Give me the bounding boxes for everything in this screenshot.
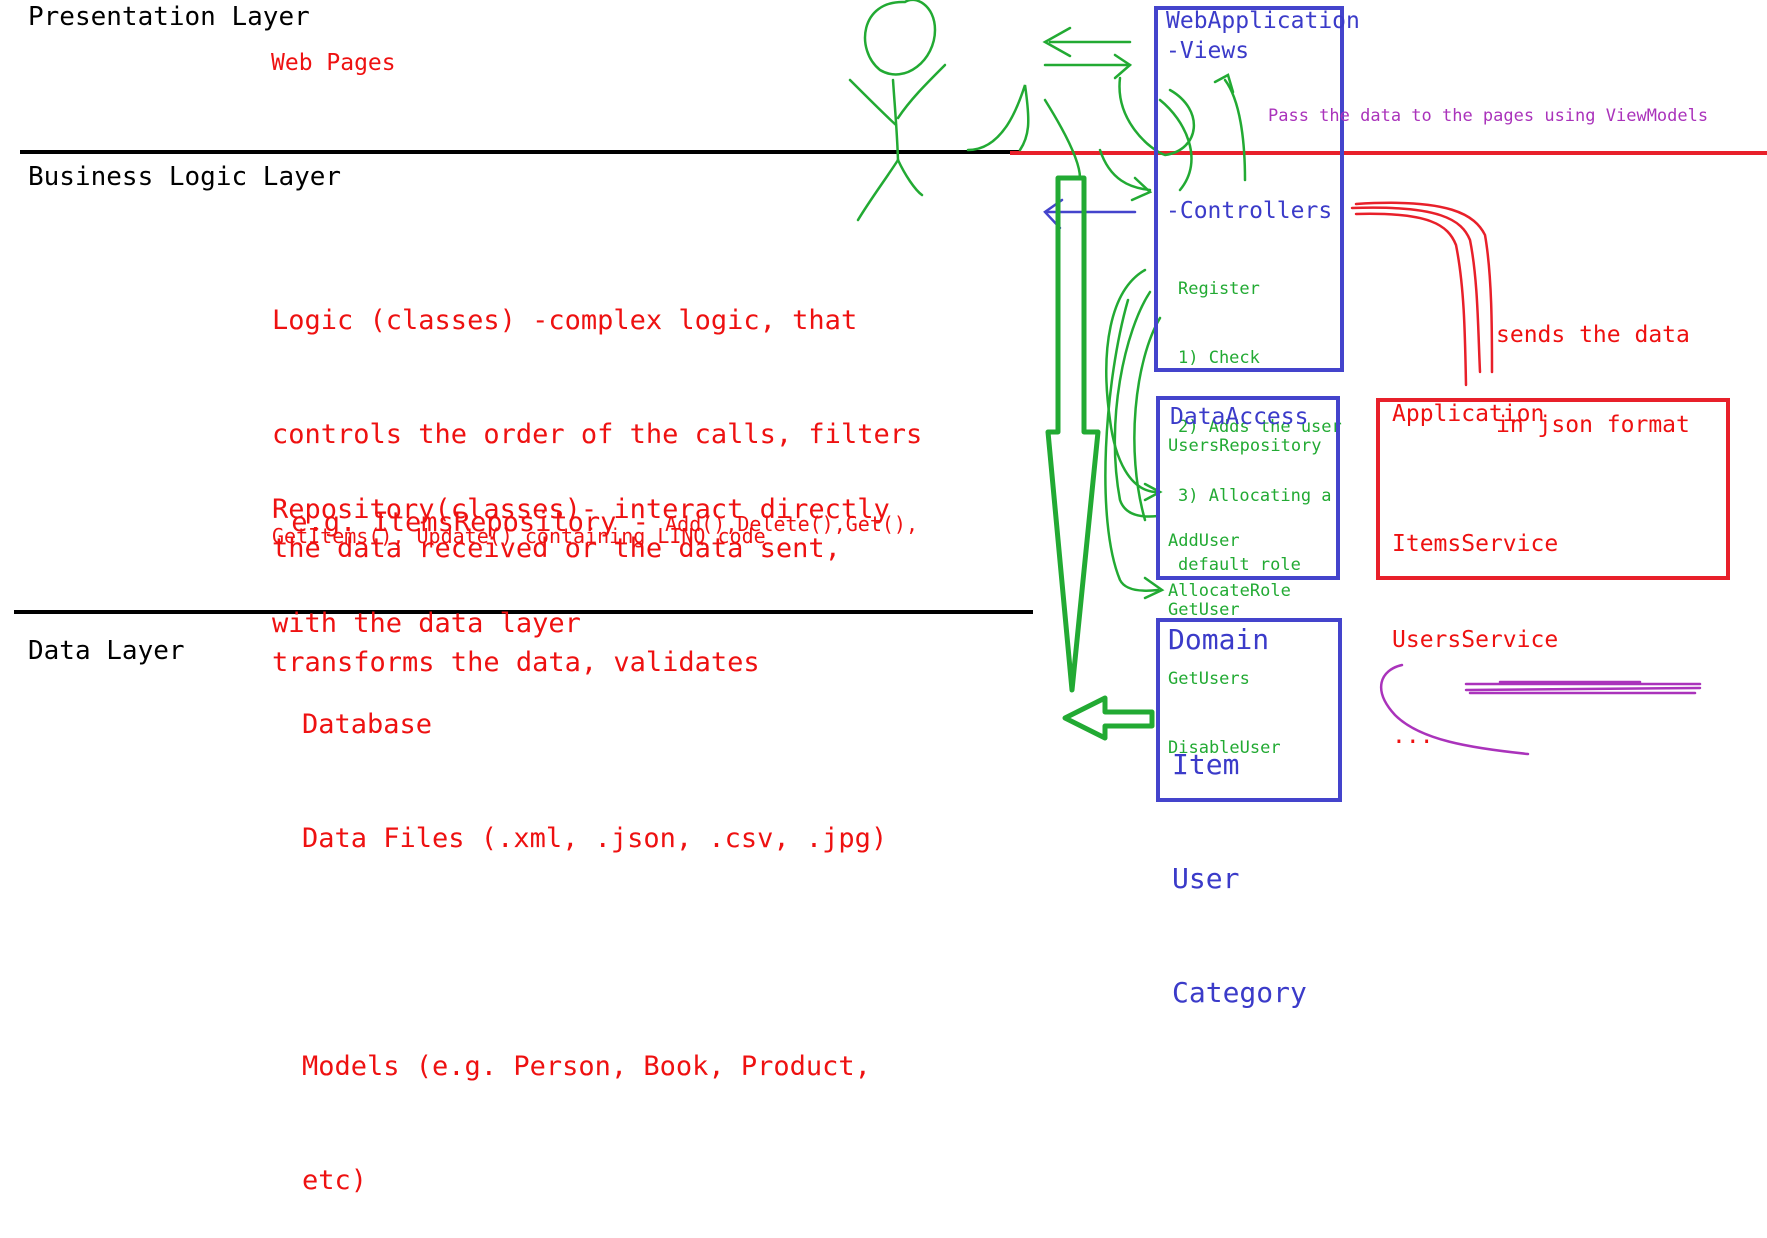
data-note-line: Database — [302, 709, 433, 740]
service-item: ... — [1392, 723, 1434, 749]
example-methods: Add(),Delete(),Get(), — [665, 512, 919, 536]
stick-figure-user-icon — [848, 0, 947, 222]
data-access-methods: AddUser GetUser GetUsers DisableUser — [1168, 484, 1281, 783]
data-layer-notes: Database Data Files (.xml, .json, .csv, … — [302, 630, 887, 1238]
viewmodels-note: Pass the data to the pages using ViewMod… — [1268, 106, 1709, 126]
allocate-role-method: AllocateRole — [1168, 581, 1291, 601]
views-label: -Views — [1166, 38, 1250, 64]
web-application-box — [1154, 6, 1344, 372]
service-item: UsersService — [1392, 627, 1559, 653]
json-bracket-icon — [1350, 201, 1494, 387]
data-note-line — [302, 934, 887, 972]
data-access-title: DataAccess — [1170, 404, 1309, 430]
presentation-layer-title: Presentation Layer — [28, 2, 310, 32]
example-prefix: e.g. ItemsRepository - — [291, 507, 666, 538]
domain-box — [1156, 618, 1342, 802]
data-note-line: Data Files (.xml, .json, .csv, .jpg) — [302, 823, 888, 854]
example-tail: GetItems(), Update() containing LINQ cod… — [272, 524, 766, 548]
register-line: default role — [1178, 555, 1301, 575]
domain-item: User — [1172, 862, 1240, 895]
flow-scribbles-icon — [966, 73, 1247, 202]
domain-item: Item — [1172, 748, 1240, 781]
logic-line: Logic (classes) -complex logic, that — [272, 305, 858, 336]
data-note-line: etc) — [302, 1165, 368, 1196]
application-box — [1376, 398, 1730, 580]
method-item: GetUser — [1168, 600, 1240, 620]
logic-line: controls the order of the calls, filters — [272, 419, 923, 450]
register-steps: Register 1) Check 2) Adds the user 3) Al… — [1178, 232, 1342, 600]
method-item: AddUser — [1168, 531, 1240, 551]
repository-line: with the data layer — [272, 608, 581, 639]
web-pages-note: Web Pages — [271, 50, 396, 76]
logic-note: Logic (classes) -complex logic, that con… — [272, 226, 922, 720]
business-layer-title: Business Logic Layer — [28, 162, 342, 192]
repository-line: Repository(classes)- interact directly — [272, 494, 890, 525]
domain-item: Category — [1172, 976, 1307, 1009]
data-note-line: Models (e.g. Person, Book, Product, — [302, 1051, 871, 1082]
web-application-title: WebApplication — [1166, 8, 1360, 34]
data-access-box — [1156, 396, 1340, 580]
json-note: sends the data in json format — [1496, 260, 1690, 470]
method-item: DisableUser — [1168, 738, 1281, 758]
domain-items: Item User Category — [1172, 670, 1307, 1050]
big-down-arrow-icon — [1045, 175, 1101, 693]
data-layer-title: Data Layer — [28, 636, 185, 666]
json-note-line: in json format — [1496, 412, 1690, 438]
purple-scribble-icon — [1379, 663, 1702, 756]
logic-line: the data received or the data sent, — [272, 533, 841, 564]
request-response-arrows-icon — [1042, 26, 1133, 80]
repository-note: Repository(classes)- interact directly w… — [272, 415, 890, 681]
logic-line: transforms the data, validates — [272, 647, 760, 678]
register-line: 2) Adds the user — [1178, 417, 1342, 437]
register-line: 1) Check — [1178, 348, 1260, 368]
service-item: ItemsService — [1392, 531, 1559, 557]
domain-title: Domain — [1168, 623, 1270, 656]
application-services: ItemsService UsersService ... — [1392, 464, 1558, 784]
repository-example: e.g. ItemsRepository - Add(),Delete(),Ge… — [272, 493, 918, 536]
controller-to-dataaccess-connectors-icon — [1104, 268, 1165, 600]
users-repository-label: UsersRepository — [1168, 436, 1322, 456]
application-title: Application — [1392, 401, 1545, 427]
register-line: Register — [1178, 279, 1260, 299]
diagram-drawings — [14, 0, 1767, 756]
controllers-label: -Controllers — [1166, 198, 1333, 224]
json-note-line: sends the data — [1496, 322, 1690, 348]
register-line: 3) Allocating a — [1178, 486, 1332, 506]
left-arrow-to-data-icon — [1062, 695, 1155, 741]
method-item: GetUsers — [1168, 669, 1250, 689]
